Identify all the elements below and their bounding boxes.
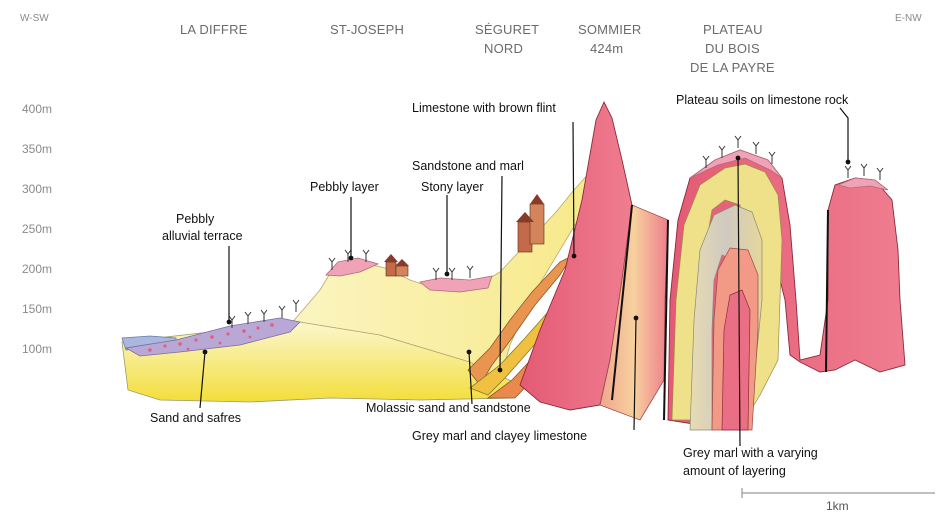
altitude-scale: 400m 350m 300m 250m 200m 150m 100m [22, 102, 52, 356]
label-sandstone-marl: Sandstone and marl [412, 159, 524, 173]
altitude-150: 150m [22, 302, 52, 316]
village-st-joseph [384, 254, 409, 276]
altitude-300: 300m [22, 182, 52, 196]
label-plateau-soils: Plateau soils on limestone rock [676, 93, 849, 107]
label-molassic-sand: Molassic sand and sandstone [366, 401, 531, 415]
label-grey-marl-clayey: Grey marl and clayey limestone [412, 429, 587, 443]
altitude-250: 250m [22, 222, 52, 236]
direction-right: E-NW [895, 13, 922, 24]
altitude-100: 100m [22, 342, 52, 356]
place-du-bois: DU BOIS [705, 41, 760, 56]
scale-bar: 1km [742, 488, 935, 513]
place-seguret-nord: NORD [484, 41, 523, 56]
label-grey-marl-layering-1: Grey marl with a varying [683, 446, 818, 460]
place-plateau: PLATEAU [703, 22, 763, 37]
village-seguret [516, 194, 544, 252]
scale-bar-label: 1km [826, 499, 849, 513]
label-stony-layer: Stony layer [421, 180, 484, 194]
label-pebbly-layer: Pebbly layer [310, 180, 379, 194]
place-de-la-payre: DE LA PAYRE [690, 60, 775, 75]
altitude-400: 400m [22, 102, 52, 116]
place-sommier-altitude: 424m [590, 41, 623, 56]
place-st-joseph: ST-JOSEPH [330, 22, 404, 37]
altitude-350: 350m [22, 142, 52, 156]
place-sommier: SOMMIER [578, 22, 642, 37]
label-alluvial-terrace: alluvial terrace [162, 229, 243, 243]
place-la-diffre: LA DIFFRE [180, 22, 248, 37]
altitude-200: 200m [22, 262, 52, 276]
direction-left: W-SW [20, 13, 49, 24]
label-pebbly: Pebbly [176, 212, 215, 226]
label-grey-marl-layering-2: amount of layering [683, 464, 786, 478]
label-sand-safres: Sand and safres [150, 411, 241, 425]
place-seguret: SÉGURET [475, 22, 539, 37]
label-limestone-brown-flint: Limestone with brown flint [412, 101, 556, 115]
